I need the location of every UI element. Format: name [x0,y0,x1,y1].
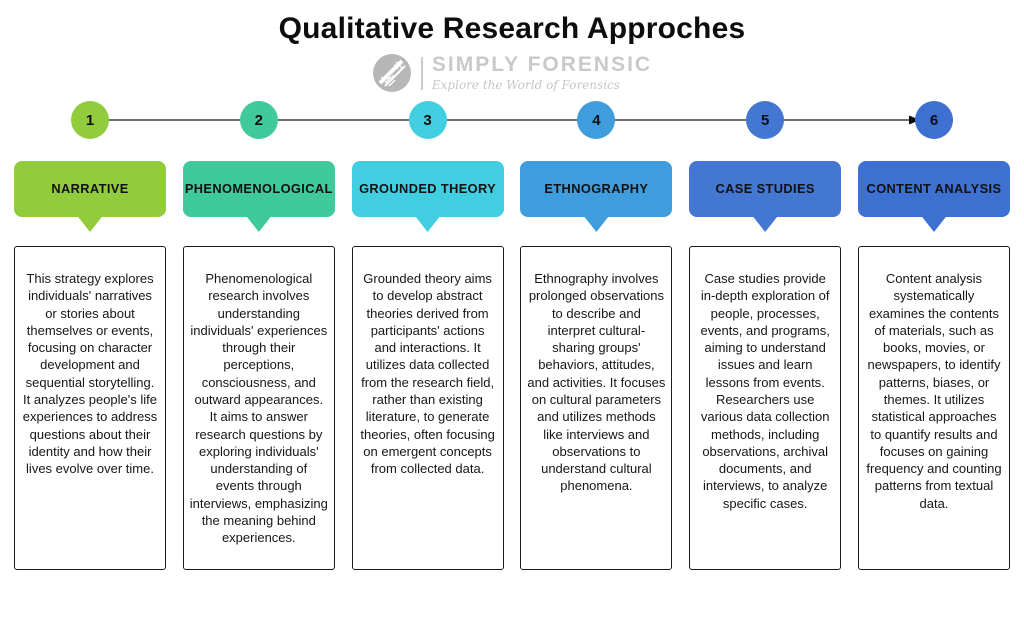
header-content-analysis: CONTENT ANALYSIS [857,161,1010,217]
header-phenomenological: PHENOMENOLOGICAL [182,161,335,217]
header-case-studies: CASE STUDIES [689,161,842,217]
description-ethnography: Ethnography involves prolonged observati… [520,246,673,570]
header-narrative: NARRATIVE [14,161,166,217]
timeline-step-4: 4 [577,101,616,139]
logo-tagline: Explore the World of Forensics [431,78,620,92]
header-label: PHENOMENOLOGICAL [184,180,333,196]
step-number: 2 [254,111,263,129]
header-label: NARRATIVE [51,180,129,196]
header-ethnography: ETHNOGRAPHY [520,161,673,217]
description-content-analysis: Content analysis systematically examines… [857,246,1010,570]
header-pointer-tail [77,216,103,232]
header-pointer-tail [921,216,947,232]
header-grounded-theory: GROUNDED THEORY [351,161,504,217]
right-arrowhead-icon [909,115,920,125]
step-number: 5 [761,111,770,129]
approach-headers: NARRATIVE PHENOMENOLOGICAL GROUNDED THEO… [0,161,1024,232]
brand-logo: SIMPLY FORENSIC Explore the World of For… [0,51,1024,95]
header-label: GROUNDED THEORY [359,180,497,196]
step-number: 3 [423,111,432,129]
header-label: CONTENT ANALYSIS [866,180,1002,196]
step-number: 4 [592,111,601,129]
description-phenomenological: Phenomenological research involves under… [182,246,335,570]
page-title: Qualitative Research Approches [278,12,746,45]
step-number: 6 [929,111,939,129]
timeline-step-1: 1 [71,101,109,139]
step-number: 1 [85,111,95,129]
header-pointer-tail [752,216,778,232]
forensic-dna-circle-icon [372,53,412,93]
timeline: 1 2 3 4 5 [0,101,1024,139]
timeline-step-3: 3 [408,101,447,139]
header-label: CASE STUDIES [715,180,815,196]
logo-separator [420,56,423,90]
description-grounded-theory: Grounded theory aims to develop abstract… [351,246,504,570]
timeline-step-5: 5 [746,101,785,139]
approach-descriptions: This strategy explores individuals' narr… [0,246,1024,570]
header-label: ETHNOGRAPHY [544,180,649,196]
timeline-step-6: 6 [914,101,953,139]
timeline-step-2: 2 [239,101,278,139]
header-pointer-tail [414,216,441,232]
description-narrative: This strategy explores individuals' narr… [14,246,166,570]
logo-name: SIMPLY FORENSIC [431,53,653,76]
header-pointer-tail [583,216,609,232]
header-pointer-tail [246,216,272,232]
description-case-studies: Case studies provide in-depth exploratio… [689,246,842,570]
